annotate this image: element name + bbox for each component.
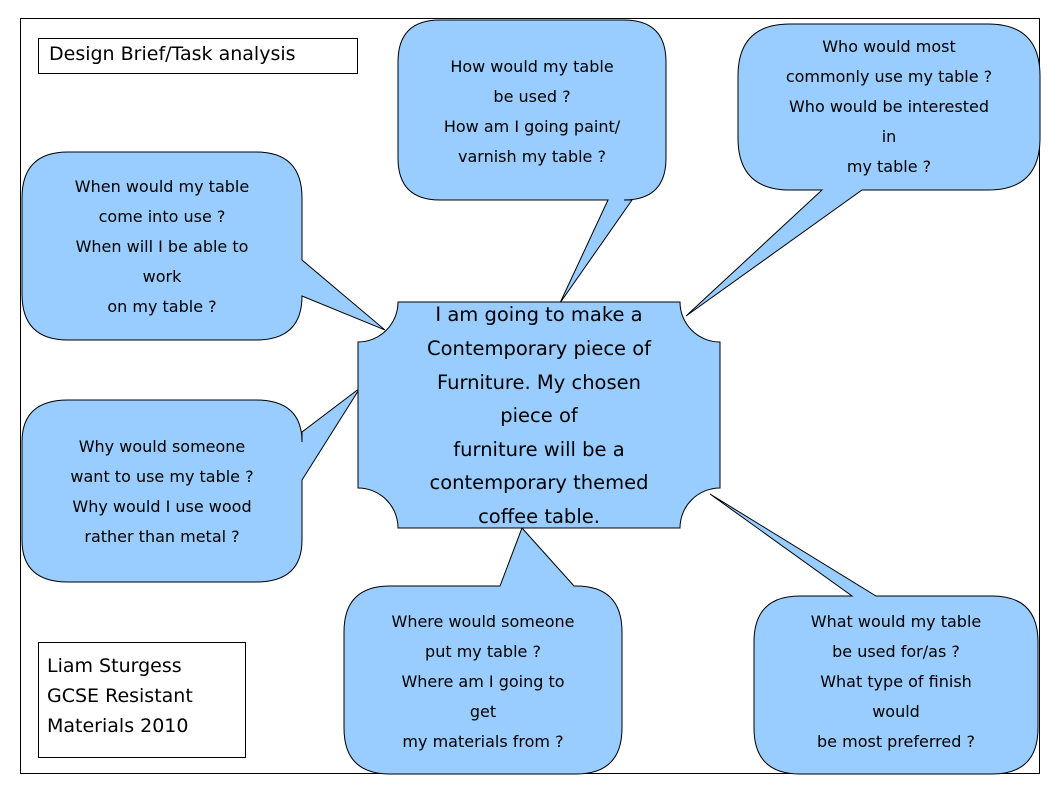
bubble-who-line: my table ? (846, 157, 932, 176)
bubble-how-line: How would my table (450, 57, 614, 76)
center-statement: I am going to make a Contemporary piece … (360, 302, 718, 530)
bubble-what-line: would (872, 702, 920, 721)
bubble-what-shape (709, 493, 1039, 775)
bubble-who: Who would most commonly use my table ? W… (740, 30, 1038, 184)
bubble-how-shape (397, 19, 667, 304)
bubble-why-line: want to use my table ? (70, 467, 254, 486)
bubble-where-shape (343, 527, 623, 775)
bubble-how-line: varnish my table ? (458, 147, 606, 166)
bubble-what: What would my table be used for/as ? Wha… (756, 604, 1036, 760)
bubble-when-shape (21, 151, 386, 341)
bubble-where: Where would someone put my table ? Where… (346, 604, 620, 760)
bubble-why-line: Why would someone (78, 437, 246, 456)
bubble-when-line: When would my table (74, 177, 250, 196)
bubble-who-line: Who would most (822, 37, 956, 56)
bubble-when-line: come into use ? (98, 207, 226, 226)
center-line: piece of (500, 404, 578, 428)
bubble-how-line: be used ? (493, 87, 571, 106)
bubble-why-line: rather than metal ? (84, 527, 240, 546)
bubble-where-line: Where am I going to (401, 672, 565, 691)
page-title: Design Brief/Task analysis (38, 38, 358, 74)
author-course: GCSE Resistant (47, 685, 193, 707)
bubble-who-line: in (881, 127, 897, 146)
bubble-how: How would my table be used ? How am I go… (400, 48, 664, 176)
bubble-when-line: When will I be able to (75, 237, 249, 256)
bubble-who-shape (685, 23, 1041, 317)
bubble-where-line: get (469, 702, 497, 721)
bubble-where-line: my materials from ? (402, 732, 564, 751)
author-name: Liam Sturgess (47, 655, 182, 677)
center-line: Furniture. My chosen (436, 370, 642, 394)
bubble-when: When would my table come into use ? When… (24, 170, 300, 324)
bubble-who-line: Who would be interested (788, 97, 989, 116)
bubble-what-line: be most preferred ? (817, 732, 975, 751)
author-subject: Materials 2010 (47, 715, 189, 737)
bubble-when-line: work (142, 267, 182, 286)
bubble-when-line: on my table ? (107, 297, 217, 316)
center-plaque-shape (357, 301, 721, 529)
bubble-why: Why would someone want to use my table ?… (24, 430, 300, 554)
bubble-where-line: Where would someone (391, 612, 575, 631)
bubble-where-line: put my table ? (425, 642, 541, 661)
center-line: I am going to make a (435, 303, 643, 327)
bubble-what-line: What would my table (810, 612, 982, 631)
bubble-why-shape (21, 387, 361, 583)
bubble-why-line: Why would I use wood (72, 497, 252, 516)
bubble-what-line: What type of finish (820, 672, 972, 691)
center-line: contemporary themed (429, 471, 649, 495)
bubble-what-line: be used for/as ? (832, 642, 960, 661)
author-info: Liam Sturgess GCSE Resistant Materials 2… (38, 642, 246, 758)
bubble-who-line: commonly use my table ? (785, 67, 993, 86)
center-line: Contemporary piece of (426, 337, 652, 361)
center-line: furniture will be a (453, 437, 625, 461)
bubble-how-line: How am I going paint/ (443, 117, 621, 136)
center-line: coffee table. (478, 504, 600, 528)
